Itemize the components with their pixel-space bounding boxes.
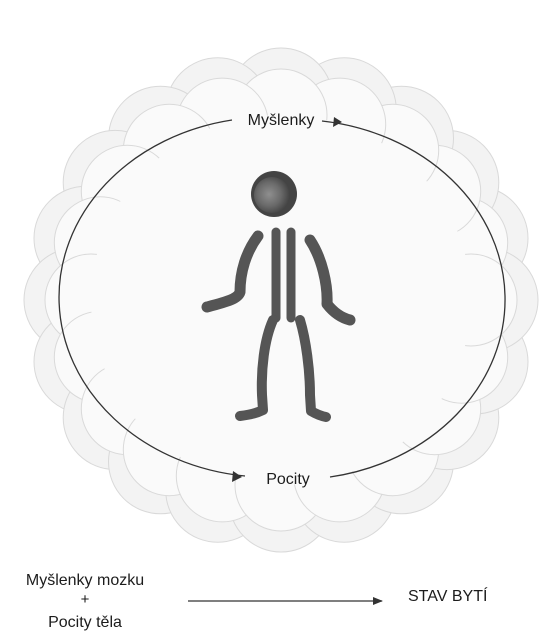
cloud-inner-core [91, 115, 471, 485]
equation: Myšlenky mozku + Pocity těla STAV BYTÍ [26, 572, 488, 631]
figure-head-highlight [254, 177, 290, 213]
equation-plus-operator: + [81, 591, 90, 608]
equation-term-thoughts: Myšlenky mozku [26, 572, 144, 589]
label-thoughts: Myšlenky [248, 112, 315, 129]
label-feelings: Pocity [266, 471, 310, 488]
equation-term-feelings: Pocity těla [48, 614, 122, 631]
equation-result: STAV BYTÍ [408, 586, 488, 605]
